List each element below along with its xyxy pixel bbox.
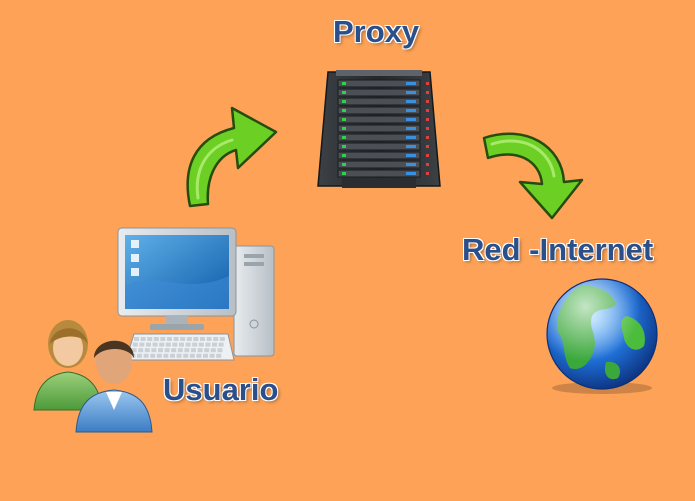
green-curved-arrow-icon (186, 106, 278, 208)
globe-icon (546, 278, 658, 394)
internet-label: Red -Internet (462, 232, 654, 267)
computer-icon (117, 227, 275, 361)
user-label: Usuario (163, 372, 279, 407)
proxy-label: Proxy (333, 14, 420, 49)
users-icon (33, 320, 153, 433)
server-rack-icon (317, 70, 441, 188)
green-curved-arrow-icon (482, 132, 584, 220)
